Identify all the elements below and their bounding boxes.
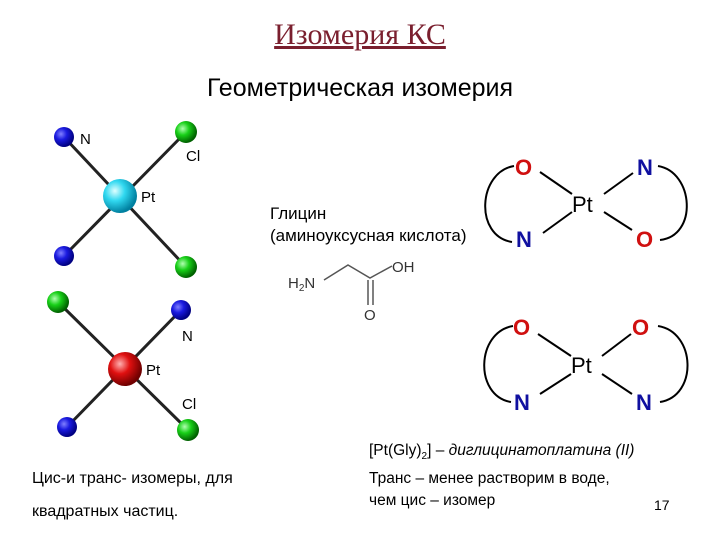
chelate-trans: O N Pt N O [484,155,688,252]
glycine-oh-label: OH [392,259,415,276]
pt-atom-bottom [108,352,142,386]
glycine-h2n-label: H2N [288,275,315,294]
formula-name: диглицинатоплатина (II) [448,442,635,459]
ring-cis-bond-3 [539,373,572,395]
ring-trans-pt: Pt [572,192,593,217]
glycine-name: Глицин [270,204,327,223]
n-atom-bottom-upper [171,300,191,320]
formula-prefix: [Pt(Gly) [369,442,422,459]
label-cl-bottom: Cl [182,396,196,413]
ring-trans-o-right: O [636,227,653,252]
ring-cis-left-arc [483,325,514,403]
ring-trans-bond-3 [542,211,573,234]
ring-trans-o-left: O [515,155,532,180]
formula-line-3: чем цис – изомер [369,492,496,510]
n-atom-top-lower [54,246,74,266]
ring-trans-left-arc [484,165,515,243]
formula-line-2: Транс – менее растворим в воде, [369,470,610,488]
glycine-chain [323,264,393,281]
ring-cis-o-left: O [513,315,530,340]
ring-trans-n-left: N [516,227,532,252]
ring-cis-n-left: N [514,390,530,415]
ring-trans-bond-4 [603,211,633,231]
ring-trans-right-arc [657,165,688,241]
cl-atom-bottom-lower [177,419,199,441]
label-n-bottom: N [182,328,193,345]
ring-cis-o-right: O [632,315,649,340]
glycine-structure: OH H2N O [288,259,415,324]
cl-atom-top-upper [175,121,197,143]
ring-cis-bond-1 [537,333,572,357]
ring-cis-n-right: N [636,390,652,415]
ring-trans-n-right: N [637,155,653,180]
glycine-caption: Глицин (аминоуксусная кислота) [270,203,467,247]
ring-trans-bond-1 [539,171,573,195]
page-subtitle: Геометрическая изомерия [206,74,514,102]
formula-subscript: 2 [421,451,428,463]
chelate-cis: O O Pt N N [483,315,689,415]
ring-cis-right-arc [657,325,689,403]
ring-trans-bond-2 [603,172,634,195]
label-pt-bottom: Pt [146,362,161,379]
n-atom-bottom-lower [57,417,77,437]
pt-atom-top [103,179,137,213]
page-title: Изомерия КС [274,18,446,51]
label-n-top: N [80,131,91,148]
caption-line-2: квадратных частиц. [32,503,179,520]
ring-cis-pt: Pt [571,353,592,378]
n-atom-top-upper [54,127,74,147]
label-cl-top: Cl [186,148,200,165]
cl-atom-top-lower [175,256,197,278]
glycine-description: (аминоуксусная кислота) [270,226,467,245]
page-number: 17 [654,497,670,513]
caption-line-1: Цис-и транс- изомеры, для [32,470,233,487]
molecule-top: N Cl Pt [54,121,200,278]
label-pt-top: Pt [141,189,156,206]
formula-block: [Pt(Gly)2] – диглицинатоплатина (II) Тра… [369,440,634,512]
glycine-o-label: O [364,307,376,324]
formula-line-1: [Pt(Gly)2] – диглицинатоплатина (II) [369,440,634,468]
ring-cis-bond-2 [601,333,632,357]
cl-atom-bottom-upper [47,291,69,313]
formula-suffix: ] – [427,442,449,459]
molecule-bottom: N Pt Cl [47,291,199,441]
ring-cis-bond-4 [601,373,633,395]
